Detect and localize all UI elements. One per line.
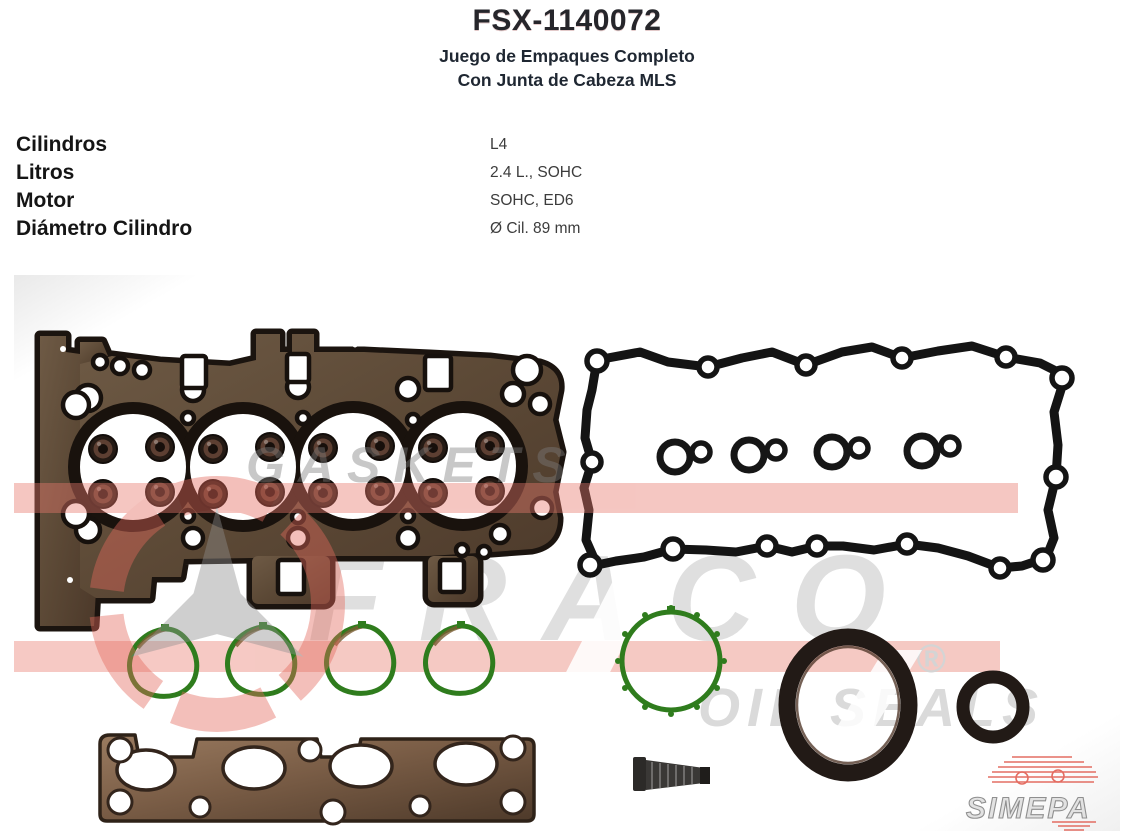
spec-label: Cilindros: [16, 133, 108, 156]
spec-table: Cilindros L4 Litros 2.4 L., SOHC Motor S…: [0, 131, 1134, 243]
simepa-car-sketch-icon: [988, 756, 1098, 831]
exhaust-bolt-holes: [106, 734, 527, 826]
watermark-red-band-upper: [14, 483, 1018, 513]
spec-value: Ø Cil. 89 mm: [490, 220, 581, 237]
fraco-watermark-over: GASKETS: [14, 437, 1018, 732]
registered-trademark-icon: ®: [916, 637, 946, 681]
head-gasket: [34, 328, 567, 632]
front-crank-seal: [956, 670, 1030, 744]
spec-value: SOHC, ED6: [490, 192, 574, 209]
simepa-logo: SIMEPA: [965, 756, 1098, 831]
simepa-wordmark: SIMEPA: [966, 792, 1091, 825]
valve-cover-grommets: [577, 345, 1075, 580]
spec-row-engine: Motor SOHC, ED6: [0, 187, 1134, 215]
subtitle-line-1: Juego de Empaques Completo: [439, 46, 695, 66]
exhaust-manifold-gasket: [98, 733, 536, 826]
part-number-title: FSX-1140072: [472, 4, 662, 37]
product-image: FRACO OIL SEALS ®: [14, 275, 1120, 831]
spec-row-bore-diameter: Diámetro Cilindro Ø Cil. 89 mm: [0, 215, 1134, 243]
spec-label: Litros: [16, 161, 75, 184]
spec-value: L4: [490, 136, 508, 153]
exhaust-ports: [115, 741, 499, 792]
spec-label: Motor: [16, 189, 75, 212]
spark-plug-tube-seals: [656, 432, 962, 476]
valve-cover-gasket: [577, 341, 1075, 580]
head-gasket-pin-holes: [60, 342, 458, 583]
subtitle-line-2: Con Junta de Cabeza MLS: [457, 70, 677, 90]
page-header: FSX-1140072 Juego de Empaques Completo C…: [0, 0, 1134, 92]
spec-label: Diámetro Cilindro: [16, 217, 193, 240]
gaskets-watermark: GASKETS: [246, 437, 579, 493]
spec-row-cylinders: Cilindros L4: [0, 131, 1134, 159]
product-subtitle: Juego de Empaques Completo Con Junta de …: [0, 44, 1134, 92]
spec-row-liters: Litros 2.4 L., SOHC: [0, 159, 1134, 187]
rear-main-seal: [778, 628, 918, 782]
fraco-logo-ring: [89, 476, 345, 732]
spec-value: 2.4 L., SOHC: [490, 164, 583, 181]
water-outlet-gasket: [615, 605, 727, 717]
head-gasket-holes: [60, 351, 555, 597]
filter-screen-plug: [633, 757, 710, 791]
